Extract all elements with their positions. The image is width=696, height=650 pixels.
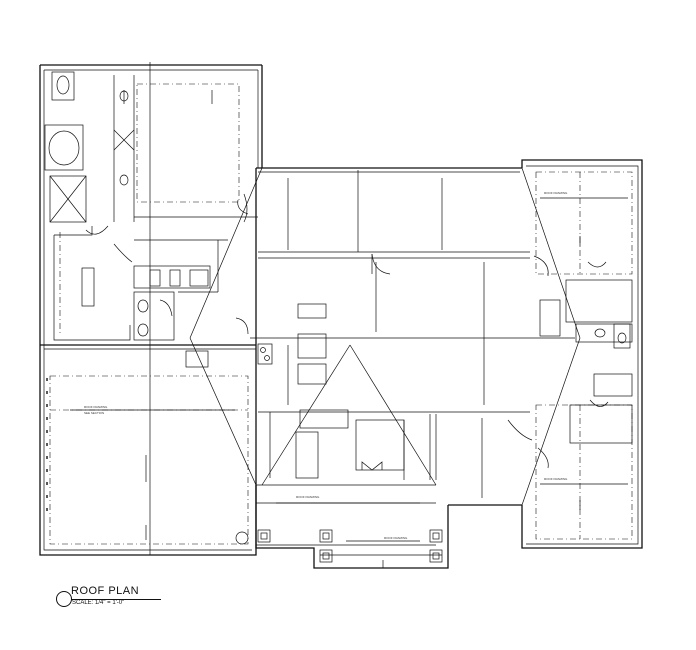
rafter-arrows xyxy=(70,90,628,568)
master-suite xyxy=(44,71,258,341)
roof-annotations: ROOF FRAMING SEE SECTION ROOF FRAMING RO… xyxy=(84,191,568,540)
svg-text:SEE SECTION: SEE SECTION xyxy=(84,411,104,415)
title-underline xyxy=(71,599,161,600)
right-wing xyxy=(521,159,643,549)
front-porch xyxy=(235,484,522,569)
drawing-title: ROOF PLAN xyxy=(71,585,140,597)
callout-circle xyxy=(56,591,72,607)
drawing-scale: SCALE: 1/4" = 1'-0" xyxy=(72,600,125,606)
svg-text:ROOF FRAMING: ROOF FRAMING xyxy=(384,536,408,540)
svg-text:ROOF FRAMING: ROOF FRAMING xyxy=(544,477,568,481)
left-wing xyxy=(39,62,263,556)
title-block: ROOF PLAN SCALE: 1/4" = 1'-0" xyxy=(56,585,186,615)
svg-text:ROOF FRAMING: ROOF FRAMING xyxy=(84,405,108,409)
central-body xyxy=(243,167,575,485)
svg-text:ROOF FRAMING: ROOF FRAMING xyxy=(544,191,568,195)
svg-text:ROOF FRAMING: ROOF FRAMING xyxy=(296,495,320,499)
roof-lines xyxy=(189,167,581,546)
utility-rooms xyxy=(113,240,249,368)
